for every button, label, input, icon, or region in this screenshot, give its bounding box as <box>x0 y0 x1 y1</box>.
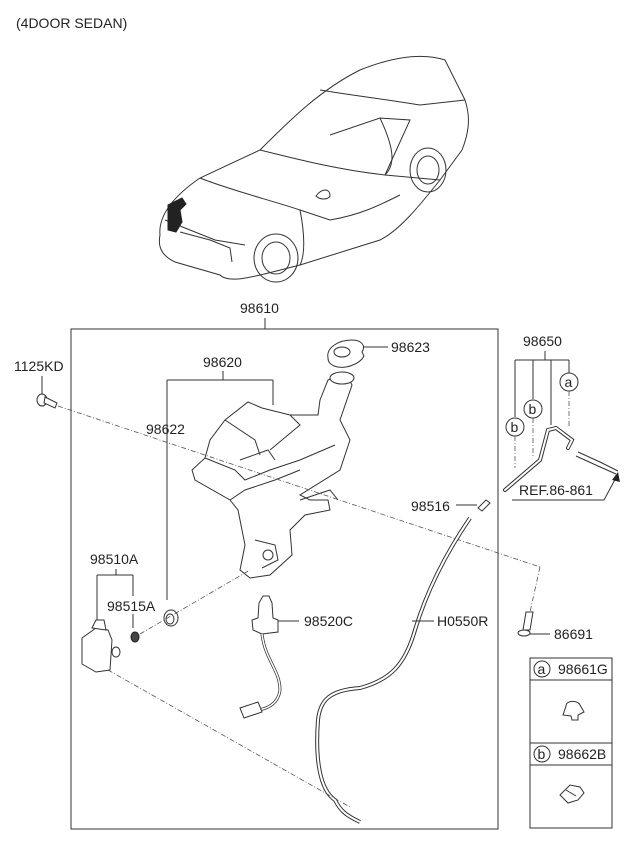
svg-text:a: a <box>565 374 573 390</box>
legend-part-b: 98662B <box>558 746 606 762</box>
washer-tank <box>191 371 355 579</box>
car-illustration <box>158 55 469 283</box>
label-98622: 98622 <box>146 421 185 437</box>
bolt-left <box>36 393 58 409</box>
label-98515A: 98515A <box>107 598 156 614</box>
label-86691: 86691 <box>554 626 593 642</box>
cap-part <box>327 339 365 368</box>
hose-small <box>503 425 575 492</box>
grommet-part <box>163 609 179 627</box>
label-98623: 98623 <box>391 339 430 355</box>
washer-pump <box>81 619 121 673</box>
label-98620: 98620 <box>203 354 242 370</box>
diagram-title: (4DOOR SEDAN) <box>16 15 127 31</box>
nozzle-part <box>477 499 491 512</box>
label-1125KD: 1125KD <box>14 358 64 374</box>
svg-text:a: a <box>538 661 546 677</box>
filter-part <box>130 631 140 643</box>
svg-text:b: b <box>529 401 537 417</box>
hose-long <box>315 516 472 824</box>
label-98650: 98650 <box>523 333 562 349</box>
legend-part-a: 98661G <box>558 661 608 677</box>
svg-text:b: b <box>511 419 519 435</box>
assembly-frame <box>70 328 499 830</box>
legend-table: a 98661G b 98662B <box>529 657 613 829</box>
svg-text:b: b <box>538 746 546 762</box>
label-H0550R: H0550R <box>437 613 488 629</box>
clip-b-icon <box>559 784 585 804</box>
label-98520C: 98520C <box>304 613 353 629</box>
level-sensor <box>239 595 282 719</box>
label-98610: 98610 <box>240 300 279 316</box>
label-98510A: 98510A <box>90 551 139 567</box>
clip-a-icon <box>562 700 585 721</box>
bolt-right <box>517 611 534 637</box>
label-98516: 98516 <box>411 498 450 514</box>
label-ref-86-861: REF.86-861 <box>519 482 593 498</box>
